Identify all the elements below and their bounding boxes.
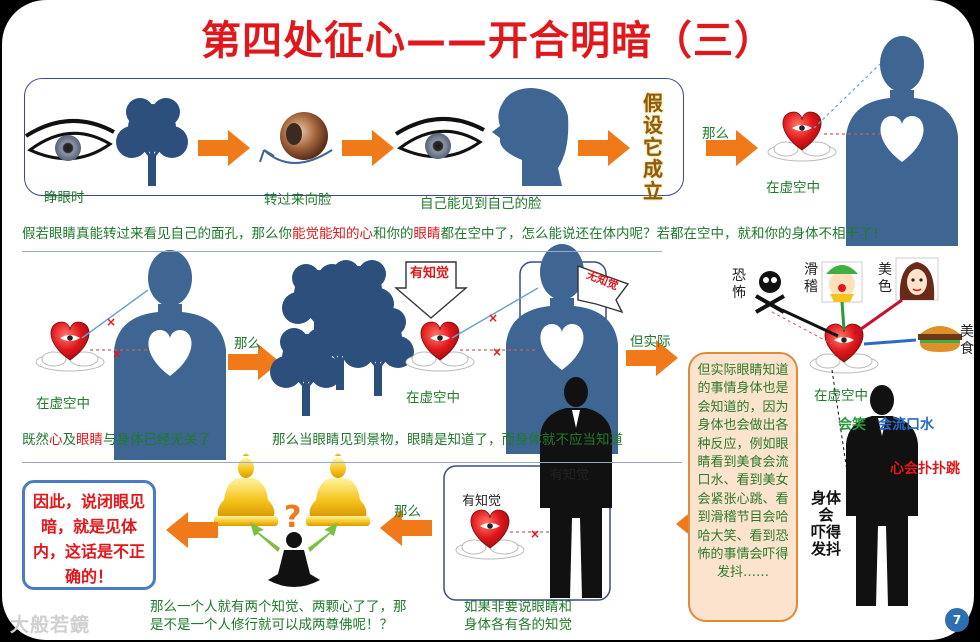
in-void-label: 在虚空中 (406, 386, 460, 406)
tremble-char: 体 (826, 489, 841, 507)
open-eye-icon (26, 121, 114, 161)
eye-icon (396, 119, 484, 159)
in-void-label: 在虚空中 (814, 384, 868, 404)
note-highlight: 能觉能知的心 (292, 226, 373, 242)
cross-mark: × (112, 347, 122, 361)
beauty-label: 美色 (878, 262, 894, 296)
body-silhouette-icon (846, 36, 958, 246)
row3-note-right: 如果非要说眼睛和身体各有各的知觉 (464, 598, 572, 634)
tremble-char: 得 (826, 523, 841, 541)
note-line: 那么一个人就有两个知觉、两颗心了了，那 (150, 598, 407, 616)
explanation-box: 但实际眼睛知道的事情身体也是会知道的，因为身体也会做出各种反应，例如眼睛看到美食… (688, 352, 798, 622)
reaction-arrow (864, 340, 916, 344)
row2-note-left: 既然心及眼睛与身体已经无关了 (22, 428, 211, 448)
note-line: 如果非要说眼睛和 (464, 598, 572, 616)
logo-watermark: 大般若鏡 (10, 610, 90, 637)
comedy-label: 滑稽 (804, 262, 820, 296)
heartbeat-label: 心会扑扑跳 (890, 458, 960, 478)
tremble-char: 抖 (826, 540, 841, 558)
hypothesis-char: 立 (640, 180, 666, 202)
row3-note-left: 那么一个人就有两个知觉、两颗心了了，那是不是一个人修行就可以成两尊佛呢！？ (150, 598, 407, 634)
tremble-char: 身 (811, 489, 826, 507)
page-number-badge: 7 (945, 608, 969, 632)
then-label: 那么 (394, 500, 421, 520)
note-text: 及 (63, 432, 77, 448)
eyeball-icon (260, 112, 332, 163)
reaction-arrow (854, 300, 902, 334)
hypothesis-char: 它 (640, 136, 666, 158)
note-line: 是不是一个人修行就可以成两尊佛呢！？ (150, 616, 407, 634)
laugh-label: 会笑 (838, 414, 866, 434)
note-text: 与身体已经无关了 (103, 432, 211, 448)
note-text: 和你的 (373, 226, 414, 242)
cross-mark: × (488, 311, 498, 325)
actually-label: 但实际 (630, 330, 671, 350)
tremble-char: 吓 (811, 523, 826, 541)
note-highlight: 心 (49, 432, 63, 448)
forest-icon (270, 260, 414, 416)
aware-label: 有知觉 (550, 464, 589, 483)
conclusion-box: 因此，说闭眼见暗，就是见体内，这话是不正确的！ (22, 480, 156, 590)
then-label: 那么 (234, 332, 261, 352)
tremble-label: 身体 会 吓得 发抖 (808, 490, 844, 558)
arrow-up-left-icon (250, 522, 280, 552)
burger-icon (918, 326, 962, 352)
question-mark: ? (284, 500, 301, 535)
row1-note: 假若眼睛真能转过来看见自己的面孔，那么你能觉能知的心和你的眼睛都在空中了，怎么能… (22, 222, 886, 242)
buddha-icon (214, 453, 278, 526)
food-label: 美食 (960, 324, 976, 358)
row2-note-right: 那么当眼睛见到景物，眼睛是知道了，而身体就不应当知道 (272, 428, 623, 448)
cross-mark: × (492, 345, 502, 359)
hypothesis-char: 假 (640, 92, 666, 114)
divider (22, 462, 682, 463)
note-text: 假若眼睛真能转过来看见自己的面孔，那么你 (22, 226, 292, 242)
note-text: 都在空中了，怎么能说还在体内呢？若都在空中，就和你的身体不相干了！ (441, 226, 887, 242)
hypothesis-text: 假 设 它 成 立 (640, 92, 666, 202)
fear-label: 恐怖 (732, 268, 748, 302)
turn-face-caption: 转过来向脸 (264, 188, 332, 208)
note-text: 既然 (22, 432, 49, 448)
cross-mark: × (106, 315, 116, 329)
meditating-person-icon (268, 532, 320, 587)
tremble-char: 发 (811, 540, 826, 558)
note-highlight: 眼睛 (76, 432, 103, 448)
arrow-left-icon (166, 512, 218, 548)
arrow-up-right-icon (308, 522, 338, 552)
clown-icon (822, 262, 862, 302)
arrow-right-icon (578, 130, 630, 166)
arrow-right-icon (198, 130, 250, 166)
aware-label: 有知觉 (462, 490, 501, 509)
open-eye-caption: 睁眼时 (44, 186, 85, 206)
buddha-icon (306, 453, 370, 526)
see-face-caption: 自己能见到自己的脸 (420, 192, 542, 212)
skull-icon (756, 271, 784, 312)
reaction-arrow (842, 302, 844, 330)
tremble-char: 会 (818, 506, 833, 524)
drool-label: 会流口水 (878, 414, 934, 434)
in-void-label: 在虚空中 (36, 392, 90, 412)
then-label: 那么 (702, 122, 729, 142)
in-void-label: 在虚空中 (766, 176, 820, 196)
tree-icon (116, 98, 188, 186)
face-profile-icon (492, 88, 568, 186)
note-highlight: 眼睛 (414, 226, 441, 242)
divider (22, 251, 662, 252)
aware-label: 有知觉 (410, 262, 449, 281)
hypothesis-char: 成 (640, 158, 666, 180)
hypothesis-char: 设 (640, 114, 666, 136)
note-line: 身体各有各的知觉 (464, 616, 572, 634)
arrow-right-icon (342, 130, 394, 166)
cross-mark: × (530, 527, 540, 541)
beauty-icon (896, 258, 938, 300)
